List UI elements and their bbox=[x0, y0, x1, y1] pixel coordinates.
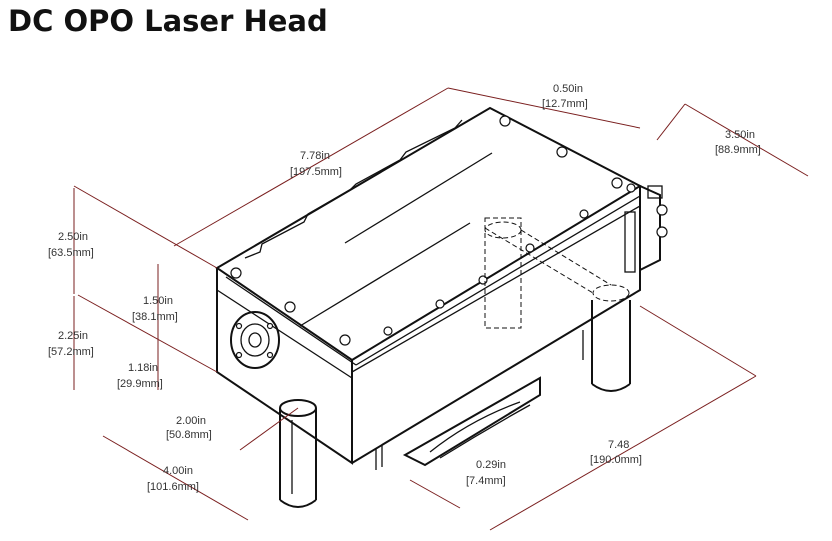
dim-height-lower: 2.25in [57.2mm] bbox=[48, 330, 94, 358]
bottom-fan bbox=[375, 376, 541, 470]
dim-base-length-in: 7.48 bbox=[608, 439, 629, 451]
dim-leg-dia-mm: [7.4mm] bbox=[466, 475, 506, 487]
rear-connector bbox=[639, 184, 668, 272]
dim-base-length: 7.48 [190.0mm] bbox=[590, 439, 642, 466]
dim-offset-top: 0.50in [12.7mm] bbox=[542, 83, 588, 110]
dim-port-height: 1.50in [38.1mm] bbox=[132, 295, 178, 323]
dim-offset-top-in: 0.50in bbox=[553, 83, 583, 95]
dim-leg-spacing: 2.00in [50.8mm] bbox=[166, 415, 212, 441]
dim-leg-spacing-in: 2.00in bbox=[176, 415, 206, 427]
dim-height-upper-mm: [63.5mm] bbox=[48, 247, 94, 259]
dim-base-length-mm: [190.0mm] bbox=[590, 454, 642, 466]
dim-port-height-in: 1.50in bbox=[143, 295, 173, 307]
dim-leg-dia: 0.29in [7.4mm] bbox=[466, 459, 506, 487]
dim-leg-spacing-mm: [50.8mm] bbox=[166, 429, 212, 441]
output-port-flange bbox=[230, 311, 280, 369]
dim-offset-top-mm: [12.7mm] bbox=[542, 98, 588, 110]
dim-height-lower-mm: [57.2mm] bbox=[48, 346, 94, 358]
front-leg bbox=[279, 399, 317, 508]
dim-leg-dia-in: 0.29in bbox=[476, 459, 506, 471]
dim-leg-depth: 4.00in [101.6mm] bbox=[147, 465, 199, 493]
dim-length-in: 7.78in bbox=[300, 150, 330, 162]
dim-port-offset-mm: [29.9mm] bbox=[117, 378, 163, 390]
dim-leg-depth-mm: [101.6mm] bbox=[147, 481, 199, 493]
dim-height-upper: 2.50in [63.5mm] bbox=[48, 231, 94, 259]
dim-leg-depth-in: 4.00in bbox=[163, 465, 193, 477]
dim-height-lower-in: 2.25in bbox=[58, 330, 88, 342]
dim-port-height-mm: [38.1mm] bbox=[132, 311, 178, 323]
dim-port-offset: 1.18in [29.9mm] bbox=[117, 362, 163, 390]
dim-width-in: 3.50in bbox=[725, 129, 755, 141]
rear-leg bbox=[484, 217, 631, 392]
dim-port-offset-in: 1.18in bbox=[128, 362, 158, 374]
page-title: DC OPO Laser Head bbox=[8, 4, 328, 38]
dim-height-upper-in: 2.50in bbox=[58, 231, 88, 243]
dim-length: 7.78in [197.5mm] bbox=[290, 150, 342, 178]
dimension-lines bbox=[73, 87, 809, 531]
dim-width: 3.50in [88.9mm] bbox=[715, 129, 761, 156]
dim-length-mm: [197.5mm] bbox=[290, 166, 342, 178]
dim-width-mm: [88.9mm] bbox=[715, 144, 761, 156]
